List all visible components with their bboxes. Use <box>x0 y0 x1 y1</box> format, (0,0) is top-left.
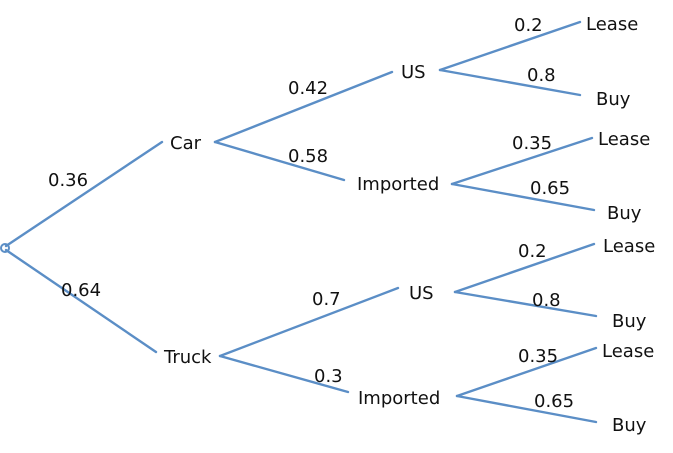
prob-car-us: 0.42 <box>288 78 328 99</box>
leaf-truck-imported-lease: Lease <box>602 341 654 362</box>
edge-truck-imported-buy <box>455 394 598 424</box>
prob-truck-us-buy: 0.8 <box>532 290 561 311</box>
prob-car-imported-lease: 0.35 <box>512 133 552 154</box>
prob-root-car: 0.36 <box>48 170 88 191</box>
leaf-truck-imported-buy: Buy <box>612 415 647 436</box>
prob-truck-imported: 0.3 <box>314 366 343 387</box>
node-truck-us: US <box>409 283 434 304</box>
node-truck-imported: Imported <box>358 388 440 409</box>
leaf-car-imported-buy: Buy <box>607 203 642 224</box>
prob-truck-imported-buy: 0.65 <box>534 391 574 412</box>
leaf-truck-us-lease: Lease <box>603 236 655 257</box>
edge-car-imported-buy <box>450 182 596 212</box>
edge-car-us-buy <box>438 68 582 97</box>
prob-root-truck: 0.64 <box>61 280 101 301</box>
edge-truck-imported <box>218 354 350 394</box>
edge-truck-us-buy <box>453 290 598 318</box>
edge-car-us-lease <box>438 20 582 72</box>
edge-truck-us-lease <box>453 242 596 294</box>
prob-truck-us-lease: 0.2 <box>518 241 547 262</box>
edge-car-us <box>213 70 394 144</box>
edge-root-truck <box>4 248 158 354</box>
prob-car-imported: 0.58 <box>288 146 328 167</box>
leaf-car-imported-lease: Lease <box>598 129 650 150</box>
node-truck: Truck <box>163 347 212 368</box>
prob-truck-us: 0.7 <box>312 289 341 310</box>
prob-car-imported-buy: 0.65 <box>530 178 570 199</box>
node-car-us: US <box>401 62 426 83</box>
node-car-imported: Imported <box>357 174 439 195</box>
leaf-car-us-lease: Lease <box>586 14 638 35</box>
edge-truck-us <box>218 286 400 358</box>
edge-car-imported <box>213 140 346 182</box>
prob-car-us-buy: 0.8 <box>527 65 556 86</box>
edge-truck-imported-lease <box>455 346 598 398</box>
prob-truck-imported-lease: 0.35 <box>518 346 558 367</box>
edge-car-imported-lease <box>450 136 594 186</box>
leaf-car-us-buy: Buy <box>596 89 631 110</box>
leaf-truck-us-buy: Buy <box>612 311 647 332</box>
prob-car-us-lease: 0.2 <box>514 15 543 36</box>
node-car: Car <box>170 133 202 154</box>
edge-root-car <box>4 140 164 248</box>
